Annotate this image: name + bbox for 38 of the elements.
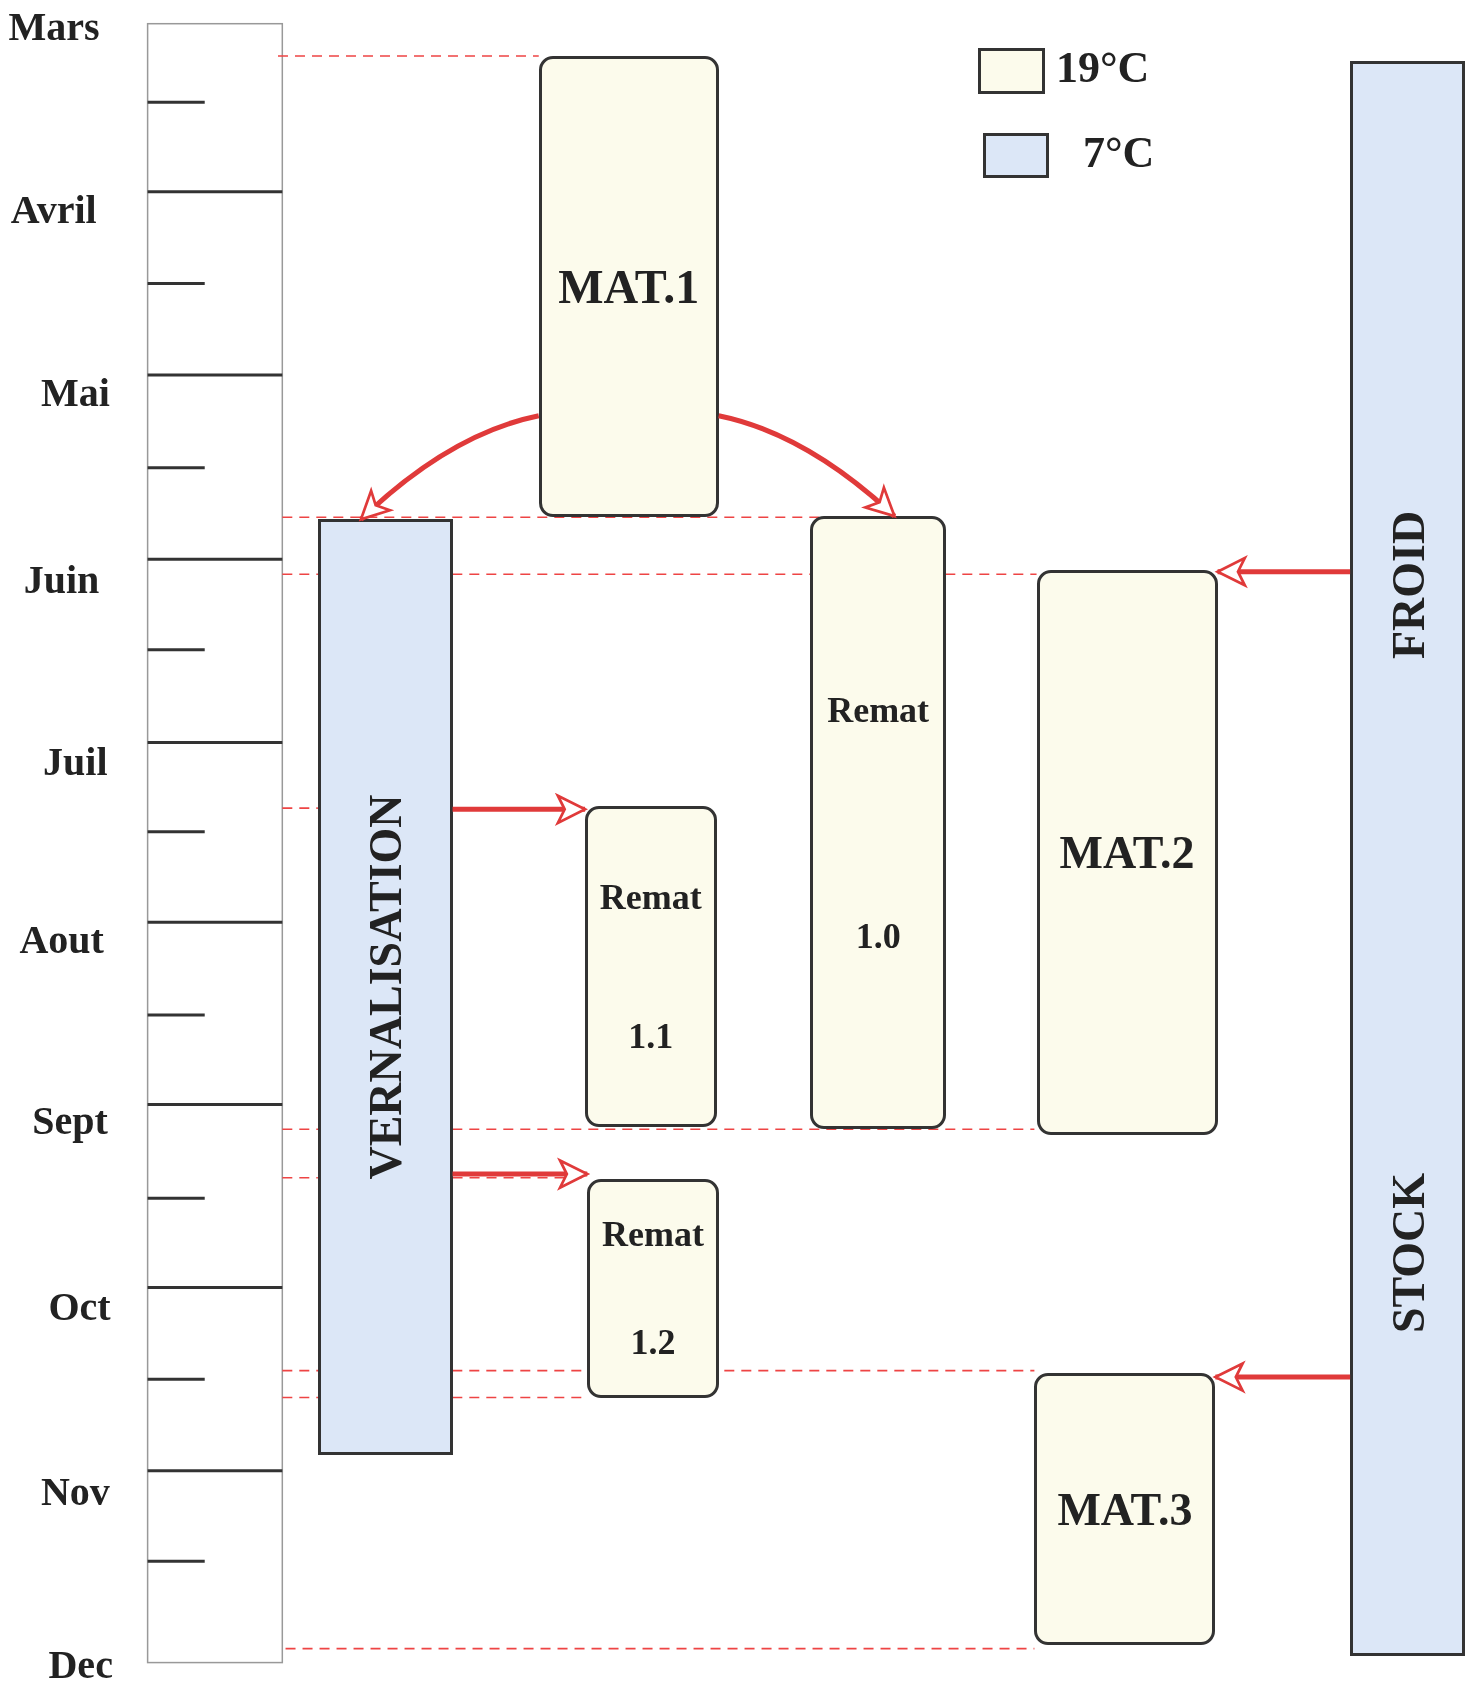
month-label: Juin: [23, 555, 100, 603]
stage-label: Remat: [827, 688, 930, 731]
stage-label: VERNALISATION: [358, 794, 412, 1180]
stage-box: [585, 805, 717, 1128]
arrow: [1216, 556, 1351, 587]
stage-label: FROID: [1381, 510, 1435, 659]
legend-label: 7°C: [1082, 126, 1155, 178]
month-label: Mars: [8, 2, 100, 50]
month-label: Sept: [32, 1096, 108, 1144]
arrow: [452, 794, 587, 825]
stage-box: [538, 56, 719, 518]
stage-number: STOCK: [1381, 1172, 1435, 1333]
stage-label: Remat: [602, 1213, 704, 1256]
month-label: Aout: [19, 915, 104, 963]
stage-number: 1.0: [855, 914, 901, 957]
stage-box: [1034, 1372, 1216, 1646]
stage-label: MAT.2: [1059, 825, 1195, 879]
legend-label: 19°C: [1055, 42, 1150, 94]
band-box: [317, 519, 453, 1455]
stage-label: MAT.3: [1057, 1482, 1193, 1536]
arrow: [359, 413, 540, 522]
stage-box: [810, 516, 946, 1130]
band-box: [1350, 61, 1466, 1657]
stage-number: 1.2: [630, 1320, 676, 1363]
month-label: Avril: [10, 186, 97, 234]
month-label: Dec: [48, 1640, 113, 1688]
arrow: [1214, 1362, 1351, 1392]
month-label: Juil: [43, 737, 108, 785]
arrow: [452, 1159, 589, 1189]
stage-box: [587, 1178, 719, 1398]
month-label: Oct: [48, 1283, 111, 1330]
arrow: [718, 413, 897, 518]
month-label: Nov: [40, 1468, 110, 1516]
stage-label: Remat: [599, 876, 702, 919]
stage-box: [1036, 570, 1218, 1135]
month-label: Mai: [40, 369, 110, 417]
stage-label: MAT.1: [558, 259, 700, 315]
stage-number: 1.1: [628, 1014, 674, 1057]
